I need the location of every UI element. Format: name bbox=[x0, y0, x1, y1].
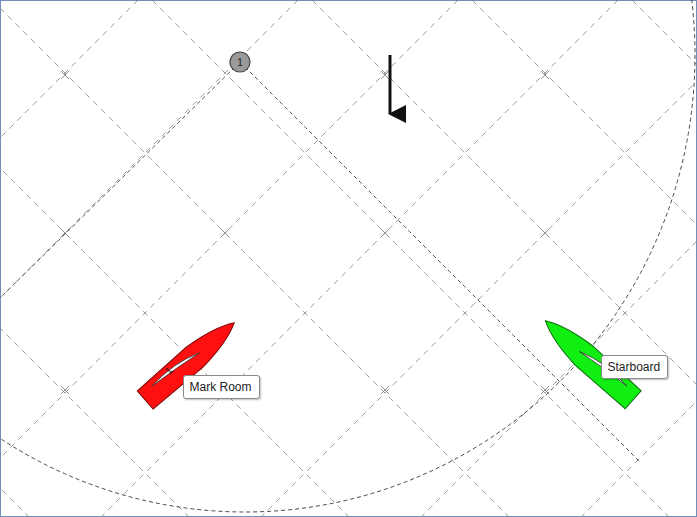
mark-number: 1 bbox=[237, 57, 243, 68]
grid-crosses bbox=[61, 71, 549, 394]
mark-buoy: 1 bbox=[229, 51, 251, 73]
callout-text: Starboard bbox=[608, 360, 661, 374]
layline bbox=[0, 62, 240, 298]
callout-text: Mark Room bbox=[190, 380, 253, 394]
wind-arrow bbox=[389, 55, 392, 114]
boat-callout: Starboard bbox=[601, 355, 668, 379]
layline bbox=[240, 62, 640, 462]
boat-callout: Mark Room bbox=[183, 375, 260, 399]
